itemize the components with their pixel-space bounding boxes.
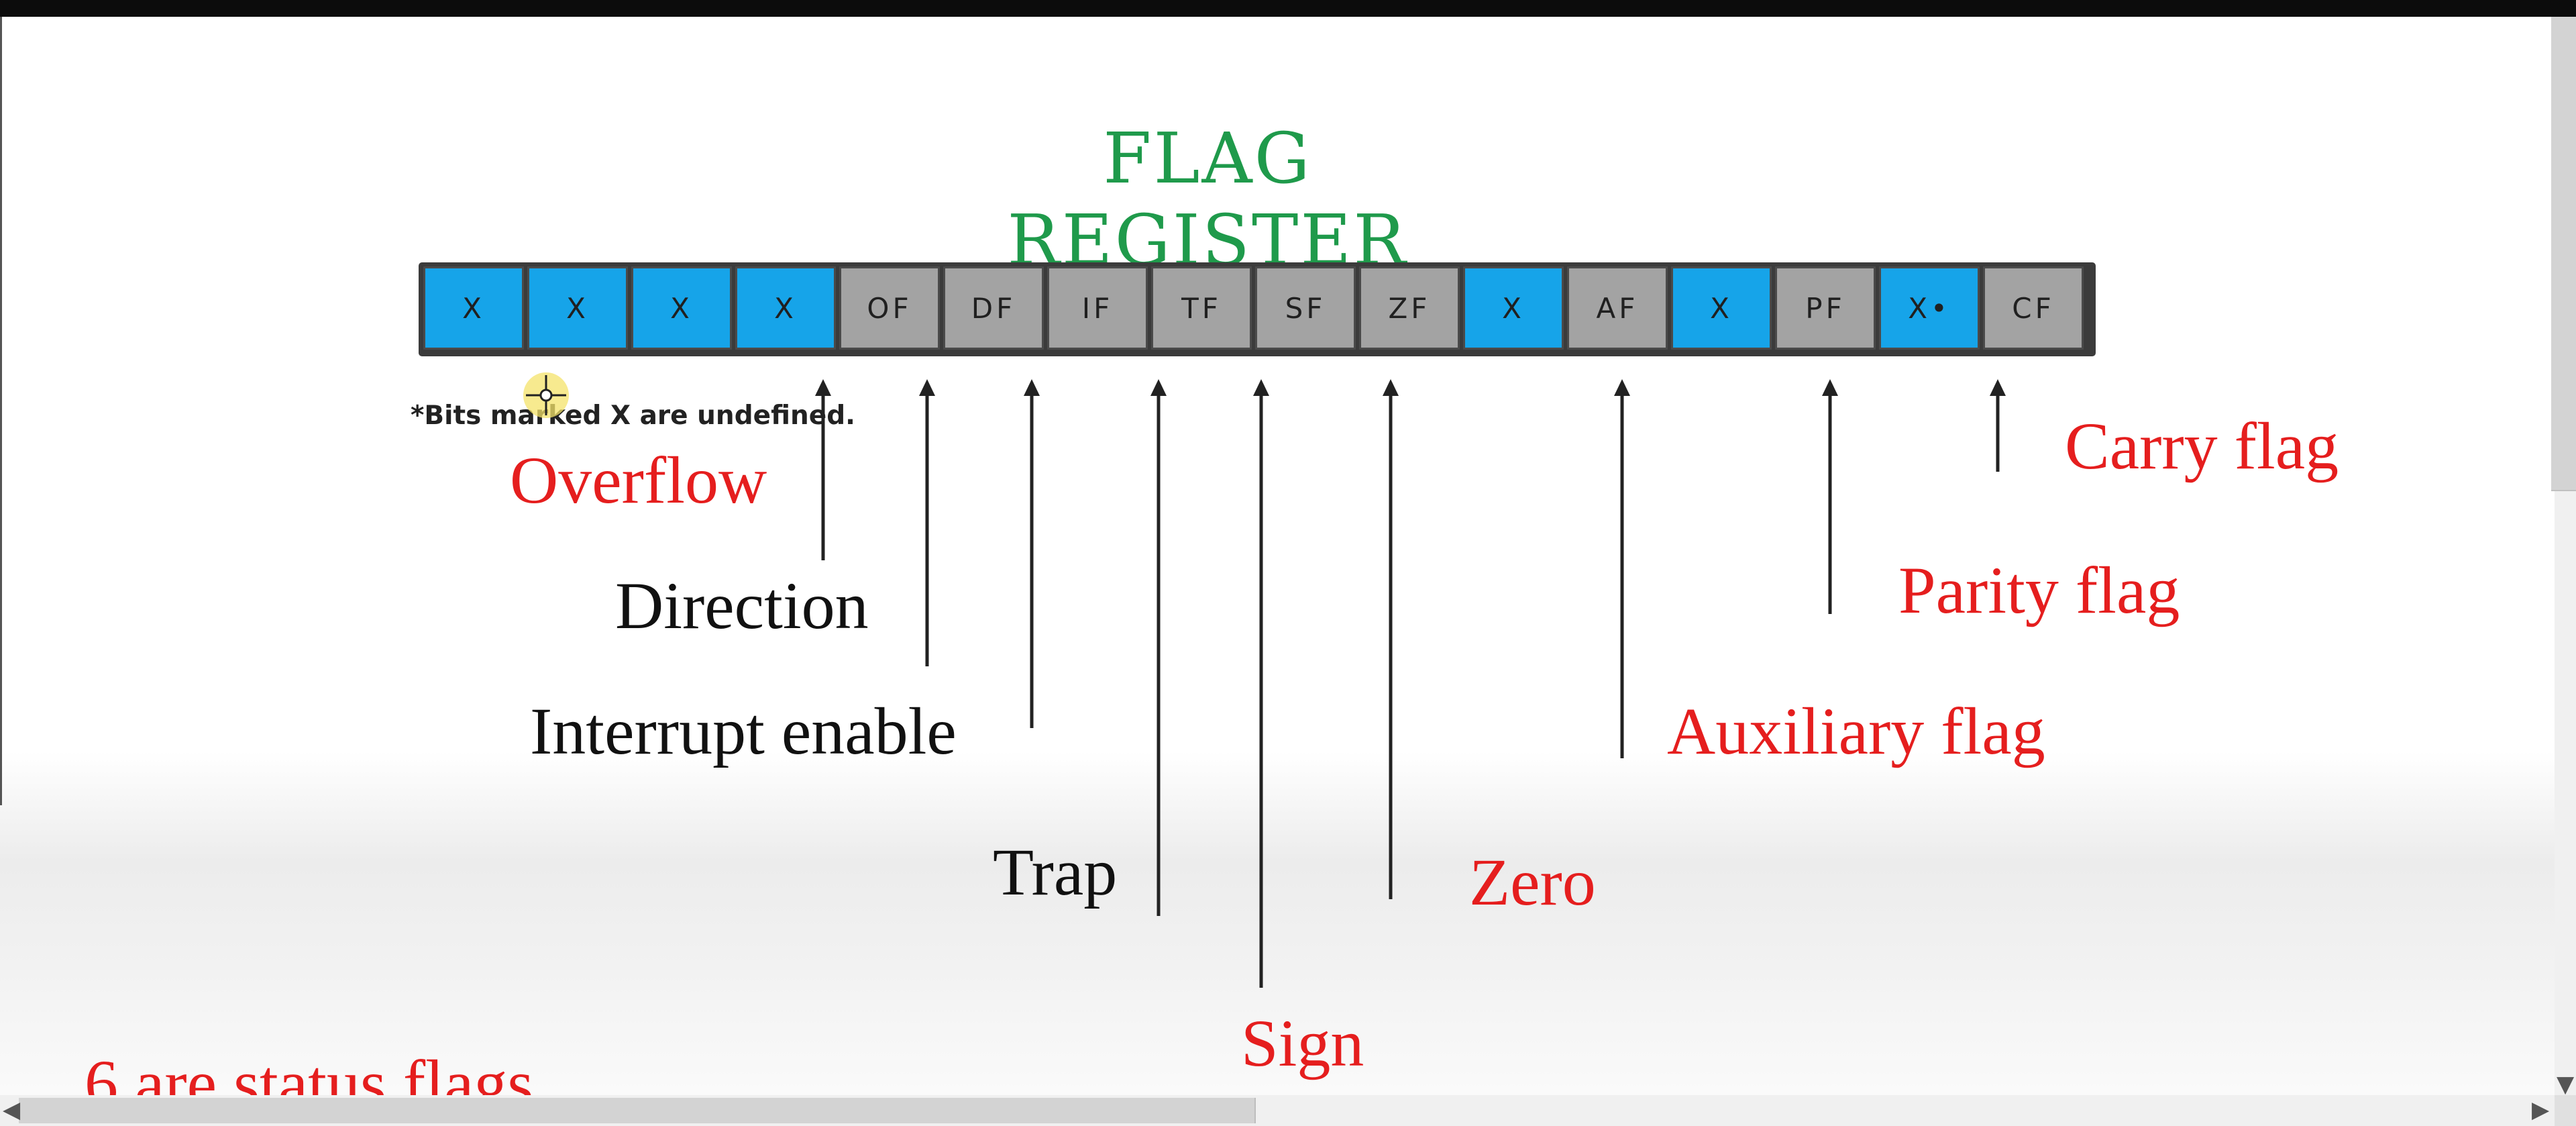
triangle-left-icon[interactable]: ◀ [3,1096,21,1123]
triangle-right-icon[interactable]: ▶ [2532,1096,2550,1123]
label-parity-flag: Parity flag [1898,553,2180,627]
top-black-bar [0,0,2576,17]
register-bit-8: TF [1151,266,1252,350]
register-bit-5: X [1463,266,1564,350]
register-bit-10: DF [943,266,1044,350]
triangle-down-icon[interactable]: ▼ [2557,1071,2575,1098]
scrollbar-corner [2555,1095,2576,1126]
register-bit-9: IF [1047,266,1148,350]
register-bit-6: ZF [1359,266,1460,350]
register-bit-12: X [735,266,836,350]
slide-canvas [0,17,2555,1095]
label-overflow: Overflow [510,443,767,517]
undefined-bits-footnote: *Bits marked X are undefined. [411,401,855,431]
label-sign: Sign [1241,1006,1364,1080]
register-bit-0: CF [1983,266,2084,350]
slide-left-edge [0,17,2,805]
register-bit-3: X [1671,266,1772,350]
register-bit-15: X [423,266,524,350]
label-direction: Direction [615,568,869,643]
register-bit-11: OF [839,266,940,350]
label-carry-flag: Carry flag [2065,409,2339,483]
register-bit-1: X• [1879,266,1980,350]
horizontal-scroll-thumb[interactable] [19,1098,1256,1123]
label-interrupt-enable: Interrupt enable [530,694,957,768]
register-bit-7: SF [1255,266,1356,350]
label-zero: Zero [1469,845,1596,919]
crosshair-move-cursor-icon [523,372,569,418]
register-bit-13: X [631,266,732,350]
vertical-scroll-thumb[interactable] [2551,17,2576,491]
register-bit-2: PF [1775,266,1876,350]
register-bit-4: AF [1567,266,1668,350]
label-auxiliary-flag: Auxiliary flag [1667,694,2045,768]
register-bit-14: X [527,266,628,350]
label-trap: Trap [993,835,1118,909]
